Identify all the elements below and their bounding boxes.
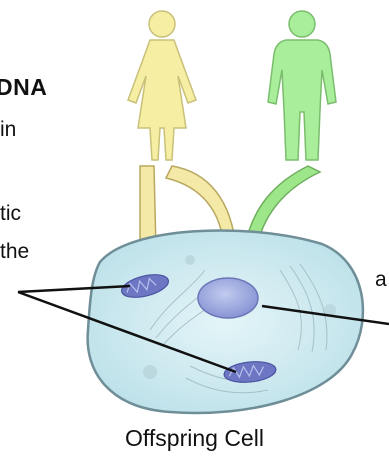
text-fragment-dna: DNA: [0, 74, 47, 101]
offspring-cell: [88, 230, 363, 413]
text-fragment-a: a: [375, 268, 387, 292]
text-fragment-tic: tic: [0, 202, 21, 226]
text-fragment-the: the: [0, 240, 29, 264]
male-figure-icon: [268, 11, 336, 160]
text-fragment-in: in: [0, 118, 16, 142]
female-figure-icon: [128, 11, 196, 160]
offspring-cell-caption: Offspring Cell: [0, 425, 389, 452]
nucleus: [198, 278, 258, 318]
